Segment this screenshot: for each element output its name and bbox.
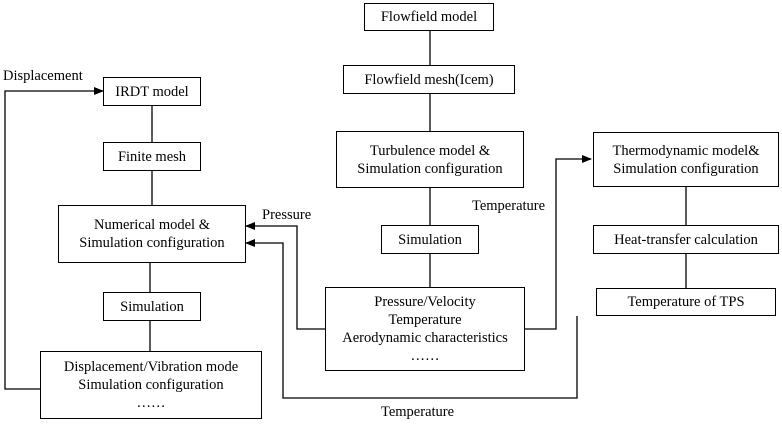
- label-temperature-lower: Temperature: [381, 404, 455, 420]
- arrow-displacement-feedback: [4, 87, 104, 390]
- node-text: Heat-transfer calculation: [614, 231, 758, 248]
- node-text: Turbulence model &: [369, 142, 491, 159]
- node-text: Flowfield mesh(Icem): [364, 71, 494, 88]
- arrow-temperature-to-numerical-model: [245, 239, 578, 399]
- node-text: Flowfield model: [380, 9, 478, 25]
- node-text: Finite mesh: [117, 148, 187, 165]
- node-text: Simulation configuration: [78, 377, 224, 393]
- node-heat-transfer: Heat-transfer calculation: [593, 225, 779, 254]
- node-text: Temperature: [388, 312, 462, 328]
- node-text: Numerical model &: [94, 217, 210, 233]
- node-flowfield-model: Flowfield model: [364, 3, 494, 31]
- node-flow-results: Pressure/Velocity Temperature Aerodynami…: [325, 287, 525, 371]
- arrow-temperature-to-thermo-model: [525, 155, 592, 330]
- node-fem-simulation: Simulation: [103, 292, 201, 321]
- node-text: IRDT model: [115, 83, 189, 100]
- node-text: ……: [410, 348, 440, 364]
- node-tps-temperature: Temperature of TPS: [596, 288, 776, 316]
- node-finite-mesh: Finite mesh: [103, 142, 201, 171]
- node-text: Simulation configuration: [613, 160, 759, 177]
- label-pressure: Pressure: [262, 207, 312, 223]
- node-thermodynamic-model: Thermodynamic model& Simulation configur…: [593, 132, 779, 187]
- node-text: Simulation: [398, 231, 462, 248]
- arrow-pressure-transfer: [245, 222, 325, 330]
- label-displacement: Displacement: [3, 68, 83, 84]
- label-temperature-upper: Temperature: [472, 198, 546, 214]
- node-text: Pressure/Velocity: [374, 294, 476, 310]
- node-text: Simulation configuration: [357, 160, 503, 177]
- node-text: Aerodynamic characteristics: [342, 330, 508, 346]
- node-text: Simulation: [120, 298, 184, 315]
- node-flowfield-mesh: Flowfield mesh(Icem): [343, 65, 515, 94]
- node-numerical-model: Numerical model & Simulation configurati…: [58, 205, 246, 263]
- node-text: ……: [136, 395, 166, 411]
- node-text: Temperature of TPS: [627, 294, 745, 310]
- node-text: Thermodynamic model&: [612, 142, 760, 159]
- node-text: Displacement/Vibration mode: [63, 359, 239, 375]
- node-displacement-results: Displacement/Vibration mode Simulation c…: [40, 351, 262, 419]
- node-irdt-model: IRDT model: [103, 77, 201, 106]
- node-cfd-simulation: Simulation: [381, 225, 479, 254]
- node-text: Simulation configuration: [79, 235, 225, 251]
- node-turbulence-model: Turbulence model & Simulation configurat…: [336, 131, 524, 188]
